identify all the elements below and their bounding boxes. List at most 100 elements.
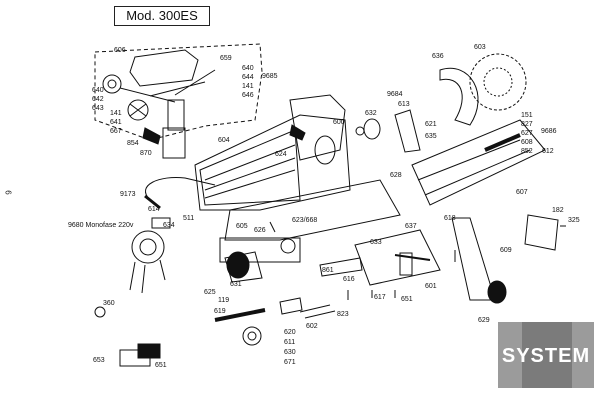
part-607-rail [411,119,546,206]
part-604-housing [194,114,351,211]
label-621: 621 [425,121,437,128]
label-9173: 9173 [120,191,136,198]
part-624-knob [314,135,336,165]
part-870-block [162,127,186,159]
group-9685-outline [94,43,263,141]
label-603: 603 [474,44,486,51]
label-823: 823 [337,311,349,318]
label-644: 644 [242,74,254,81]
part-620-clip [279,297,303,315]
label-602: 602 [306,323,318,330]
part-636-guard [439,67,479,126]
label-620: 620 [284,329,296,336]
part-854-body [167,99,185,131]
label-852: 852 [521,148,533,155]
label-619: 619 [214,308,226,315]
label-861: 861 [322,267,334,274]
label-870: 870 [140,150,152,157]
label-643: 643 [92,105,104,112]
label-623-668: 623/668 [292,217,317,224]
label-601: 601 [425,283,437,290]
label-640a: 640 [242,65,254,72]
label-632: 632 [365,110,377,117]
label-611: 611 [284,339,295,346]
label-627: 627 [521,130,533,137]
part-613-sharpener [394,109,421,153]
model-title: Mod. 300ES [114,6,210,26]
label-624: 624 [275,151,287,158]
system-logo-text: SYSTEM [502,345,590,367]
label-630: 630 [284,349,296,356]
part-9173-cable [144,176,216,201]
part-667-cap [142,127,161,145]
part-614-switch [151,217,171,229]
label-633: 633 [370,239,382,246]
label-642: 642 [92,96,104,103]
part-182-bracket [524,214,559,251]
label-635: 635 [425,133,437,140]
label-637: 637 [405,223,417,230]
part-labels: 606 659 640 644 141 646 9685 640 642 643… [68,44,580,369]
label-827: 827 [521,121,533,128]
label-151: 151 [521,112,533,119]
label-616: 616 [343,276,355,283]
label-608: 608 [521,139,533,146]
label-651a: 651 [401,296,413,303]
label-626: 626 [254,227,266,234]
label-609: 609 [500,247,512,254]
label-631: 631 [230,281,242,288]
system-logo: SYSTEM [498,322,594,388]
label-600: 600 [333,119,345,126]
label-636: 636 [432,53,444,60]
label-613: 613 [398,101,410,108]
label-119: 119 [218,297,229,304]
part-632-ring [363,118,381,140]
label-618: 618 [444,215,456,222]
part-9680-motor [131,230,165,264]
part-629-foot [487,280,507,304]
label-612: 612 [542,148,554,155]
part-141-wheel [127,99,149,121]
label-614: 614 [148,206,160,213]
label-640b: 640 [92,87,104,94]
label-617: 617 [374,294,386,301]
label-182: 182 [552,207,564,214]
label-653: 653 [93,357,105,364]
label-651b: 651 [155,362,167,369]
part-861-rod [319,257,363,277]
label-606: 606 [114,47,126,54]
part-616-holder [399,252,413,276]
label-667: 667 [110,128,122,135]
label-607: 607 [516,189,528,196]
label-605: 605 [236,223,248,230]
label-625: 625 [204,289,216,296]
part-640-knob [102,74,122,94]
part-651-switch [137,343,161,359]
label-9686: 9686 [541,128,557,135]
part-606-cover [129,49,199,87]
part-625-plate [219,237,301,263]
label-511: 511 [183,215,194,222]
label-634: 634 [163,222,175,229]
label-325: 325 [568,217,580,224]
part-603-blade [469,53,527,111]
label-9680: 9680 Monofase 220v [68,222,134,229]
label-641: 641 [110,119,122,126]
label-141a: 141 [242,83,254,90]
label-629: 629 [478,317,490,324]
part-360-washer [94,306,106,318]
label-646: 646 [242,92,254,99]
label-141b: 141 [110,110,122,117]
label-360: 360 [103,300,115,307]
label-659: 659 [220,55,232,62]
label-854: 854 [127,140,139,147]
label-671: 671 [284,359,296,366]
label-604: 604 [218,137,230,144]
label-9684: 9684 [387,91,403,98]
part-623-base [224,179,401,241]
part-630-disc [242,326,262,346]
part-600-arm [289,94,346,161]
part-619-shaft [214,308,266,322]
